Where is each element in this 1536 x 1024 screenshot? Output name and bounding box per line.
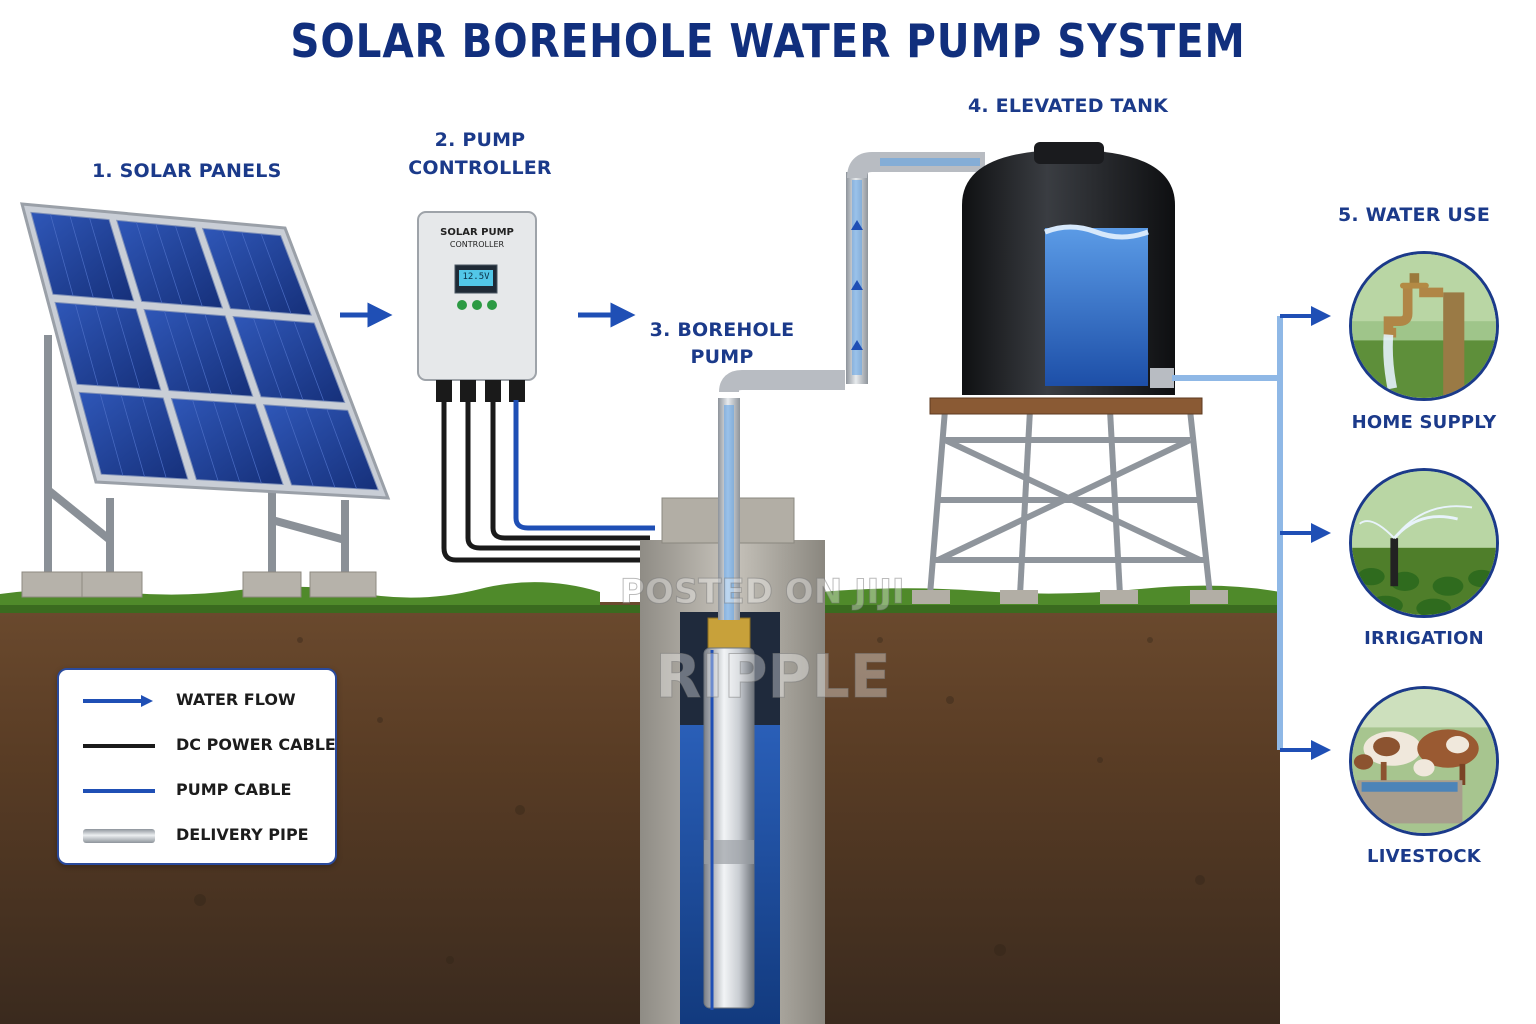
solar-cell-gridline (174, 225, 203, 307)
label-borehole-pump-1: 3. BOREHOLE (649, 319, 795, 341)
legend-label-dc-power-cable: DC POWER CABLE (176, 735, 336, 754)
cattle-icon (1353, 729, 1479, 785)
solar-panel-module (232, 315, 346, 404)
solar-panel-module (54, 301, 162, 391)
label-solar-panels: 1. SOLAR PANELS (92, 160, 282, 182)
label-borehole-pump-2: PUMP (690, 346, 754, 368)
delivery-pipe (718, 152, 985, 620)
solar-cell-gridline (155, 223, 183, 305)
label-home-supply: HOME SUPPLY (1351, 412, 1497, 433)
solar-cell-gridline (273, 319, 304, 400)
tank-stand-footings (912, 590, 1228, 604)
solar-cell-gridline (293, 321, 325, 402)
solar-cell-gridline (192, 399, 219, 481)
label-irrigation: IRRIGATION (1364, 628, 1484, 649)
solar-cell-gridline (115, 307, 141, 389)
home-supply-image (1349, 251, 1499, 401)
submersible-pump (703, 617, 755, 1010)
solar-cell-gridline (50, 214, 74, 296)
legend-key-grey-pipe (83, 829, 155, 843)
solar-cell-gridline (69, 215, 94, 298)
solar-cell-gridline (141, 396, 167, 478)
legend-key-blue-line (83, 789, 155, 793)
label-pump-controller-1: 2. PUMP (434, 129, 526, 151)
solar-panel-module (143, 308, 254, 397)
solar-cell-gridline (234, 402, 262, 484)
label-livestock: LIVESTOCK (1367, 846, 1481, 867)
solar-panel-module (30, 211, 135, 302)
solar-cell-gridline (221, 230, 251, 311)
legend-label-water-flow: WATER FLOW (176, 690, 296, 709)
tank-platform (929, 397, 1203, 415)
solar-cell-gridline (213, 401, 241, 483)
controller-label-1: SOLAR PUMP (440, 227, 514, 238)
solar-cell-gridline (89, 217, 114, 300)
label-water-use: 5. WATER USE (1337, 204, 1491, 226)
solar-panel-module (78, 391, 189, 480)
solar-cell-gridline (284, 405, 314, 487)
legend: WATER FLOW DC POWER CABLE PUMP CABLE DEL… (57, 668, 337, 865)
label-pump-controller-2: CONTROLLER (408, 157, 552, 179)
arrow-right-icon (83, 695, 153, 707)
water-tap-icon (1383, 273, 1465, 398)
solar-cell-gridline (120, 395, 145, 477)
sprinkler-icon (1359, 505, 1473, 587)
controller-label-2: CONTROLLER (449, 240, 505, 249)
solar-cell-gridline (184, 312, 212, 394)
solar-panel-module (116, 219, 224, 309)
soil-texture (86, 637, 1205, 964)
solar-cell-gridline (135, 222, 163, 304)
legend-row-dc-power-cable: DC POWER CABLE (59, 732, 336, 762)
legend-row-delivery-pipe: DELIVERY PIPE (59, 822, 335, 852)
solar-panel-module (170, 397, 284, 485)
legend-row-pump-cable: PUMP CABLE (59, 777, 335, 807)
solar-cell-gridline (241, 231, 272, 312)
label-elevated-tank: 4. ELEVATED TANK (968, 95, 1169, 117)
solar-panel-footings (21, 571, 377, 598)
controller-display: 12.5V (462, 272, 490, 282)
tank-stand (927, 409, 1213, 596)
pump-cable (513, 400, 655, 531)
solar-cell-gridline (164, 310, 191, 393)
legend-row-water-flow: WATER FLOW (59, 687, 335, 717)
irrigation-image (1349, 468, 1499, 618)
solar-panel-stand (44, 335, 349, 575)
solar-panel-array (19, 202, 391, 500)
legend-label-pump-cable: PUMP CABLE (176, 780, 292, 799)
solar-cell-gridline (75, 303, 99, 386)
legend-key-black-line (83, 744, 155, 748)
dc-power-cables (441, 400, 650, 563)
solar-cell-gridline (305, 407, 336, 488)
solar-cell-gridline (326, 408, 357, 489)
livestock-image (1349, 686, 1499, 836)
solar-cell-gridline (260, 233, 292, 314)
solar-panel-module (201, 227, 312, 316)
pump-controller-box (417, 211, 537, 402)
water-flow-arrows-riser (851, 220, 863, 350)
solar-cell-gridline (99, 393, 124, 476)
solar-panel-module (263, 404, 379, 491)
distribution-line (1172, 306, 1331, 760)
solar-cell-gridline (95, 305, 120, 388)
elevated-water-tank (962, 142, 1175, 395)
solar-cell-gridline (253, 318, 283, 399)
watermark-line-2: RIPPLE (655, 642, 892, 713)
solar-cell-gridline (204, 314, 233, 395)
diagram-title: SOLAR BOREHOLE WATER PUMP SYSTEM (290, 14, 1246, 68)
legend-label-delivery-pipe: DELIVERY PIPE (176, 825, 309, 844)
watermark-line-1: POSTED ON JIJI (620, 572, 906, 613)
